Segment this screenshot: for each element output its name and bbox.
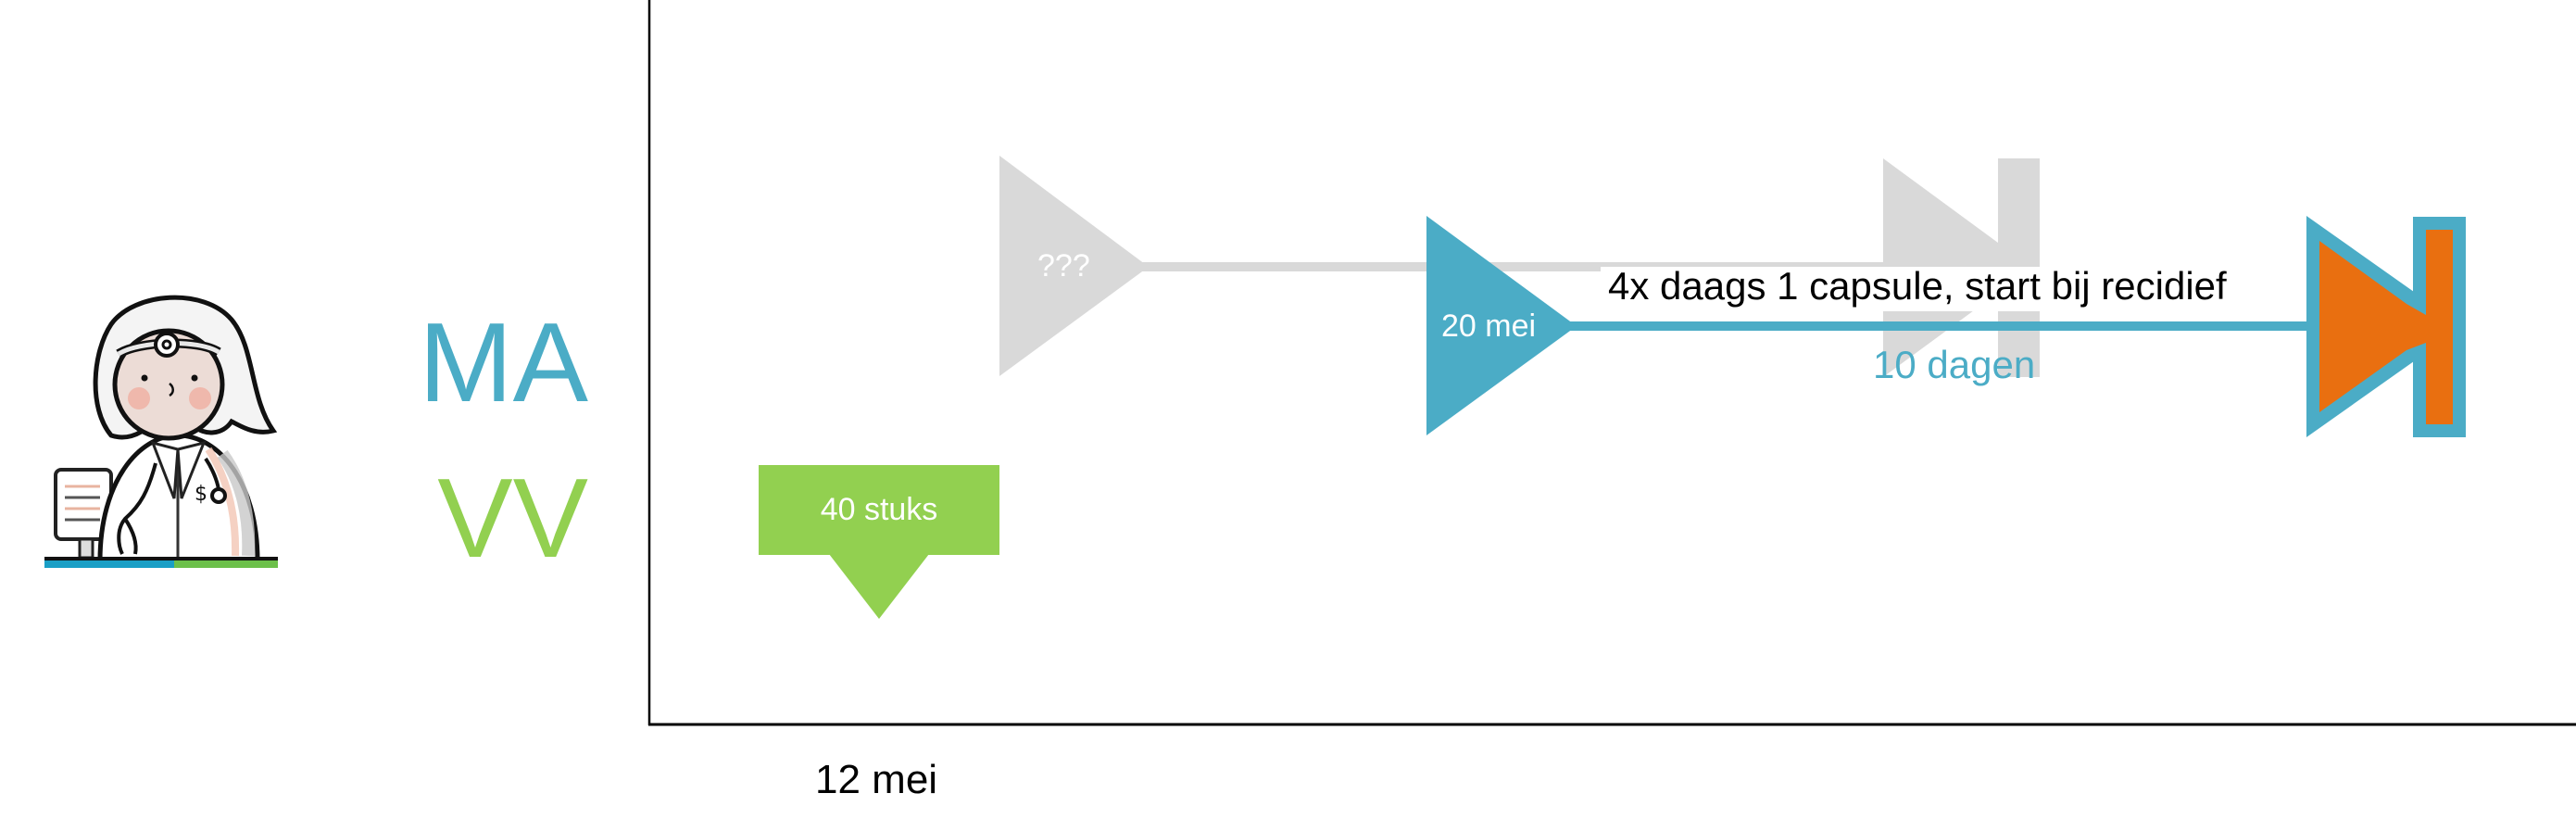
quantity-label: 40 stuks — [820, 492, 938, 527]
svg-text:$: $ — [195, 483, 207, 506]
dispense-callout — [759, 465, 999, 619]
desk-blue — [44, 559, 174, 568]
dosage-instruction: 4x daags 1 capsule, start bij recidief — [1601, 267, 2234, 311]
vv-label: VV — [437, 455, 588, 581]
actual-line — [1570, 321, 2311, 331]
dispense-date-label: 12 mei — [815, 757, 938, 802]
planned-start-triangle — [999, 156, 1149, 376]
stethoscope-icon: $ — [117, 457, 227, 555]
actual-track — [1426, 216, 2466, 437]
actual-start-label: 20 mei — [1441, 308, 1537, 344]
face-shape — [112, 328, 225, 441]
planned-start-label: ??? — [1037, 248, 1090, 283]
duration-label: 10 dagen — [1873, 343, 2036, 386]
doctor-illustration: $ — [44, 295, 278, 568]
actual-start-triangle — [1426, 216, 1577, 435]
desk-green — [174, 559, 278, 568]
stop-marker — [2306, 216, 2466, 437]
planned-line — [1139, 262, 1885, 271]
ma-label: MA — [419, 299, 588, 425]
